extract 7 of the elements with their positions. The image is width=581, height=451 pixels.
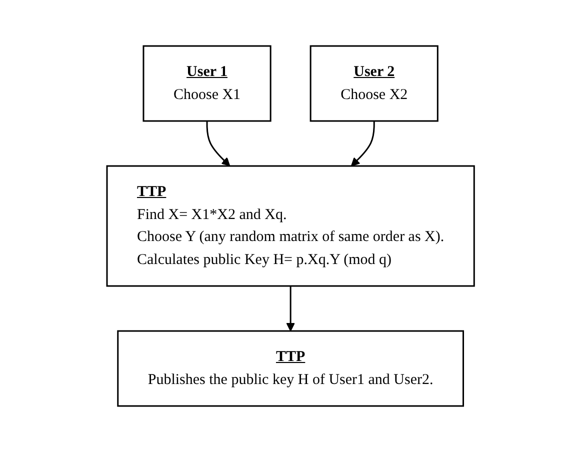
node-box: TTP Publishes the public key H of User1 and User2. xyxy=(117,330,464,406)
node-box: User 1 Choose X1 xyxy=(142,44,272,122)
arrow xyxy=(206,120,230,166)
arrow xyxy=(286,286,295,331)
node-box: User 2 Choose X2 xyxy=(310,44,438,122)
arrow xyxy=(350,120,375,166)
node-box: TTP Find X= X1*X2 and Xq. Choose Y (any random matrix of same order as X). Calculates public Key H= p.Xq.Y (mod q) xyxy=(106,164,475,286)
